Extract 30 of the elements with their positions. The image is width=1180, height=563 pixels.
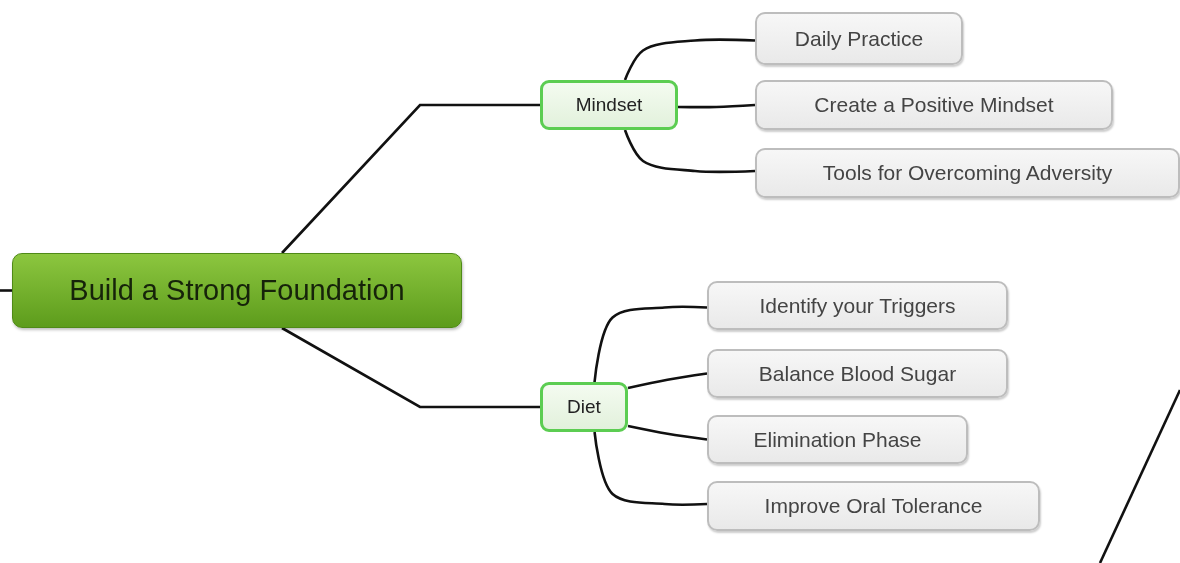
subtopic-box [707, 349, 1008, 398]
topic-text: Identify your Triggers [759, 293, 956, 318]
connector-line [678, 103, 756, 109]
topic-text: Tools for Overcoming Adversity [822, 161, 1113, 185]
connector-line [281, 326, 540, 409]
topic-text: Elimination Phase [753, 427, 922, 452]
subtopic-box [755, 148, 1180, 198]
subtopic-box [707, 481, 1040, 531]
topic-box [540, 80, 678, 130]
connector-line [281, 103, 540, 254]
root-topic-box [12, 253, 462, 328]
topic-text: Build a Strong Foundation [69, 274, 405, 307]
connector-line [627, 372, 708, 390]
subtopic-box [755, 80, 1113, 130]
topic-text: Improve Oral Tolerance [764, 494, 983, 518]
subtopic-box [707, 281, 1008, 330]
topic-text: Create a Positive Mindset [814, 93, 1054, 117]
connector-line [593, 305, 708, 383]
topic-box [540, 382, 628, 432]
subtopic-box [707, 415, 968, 464]
topic-text: Diet [567, 396, 601, 418]
topic-text: Daily Practice [794, 26, 924, 51]
connector-line [623, 38, 756, 81]
connector-line [0, 289, 12, 292]
subtopic-box [755, 12, 963, 65]
connector-line [593, 431, 708, 506]
topic-text: Balance Blood Sugar [758, 361, 957, 386]
topic-text: Mindset [575, 94, 643, 116]
connector-line [627, 424, 708, 441]
connector-line [623, 129, 756, 174]
